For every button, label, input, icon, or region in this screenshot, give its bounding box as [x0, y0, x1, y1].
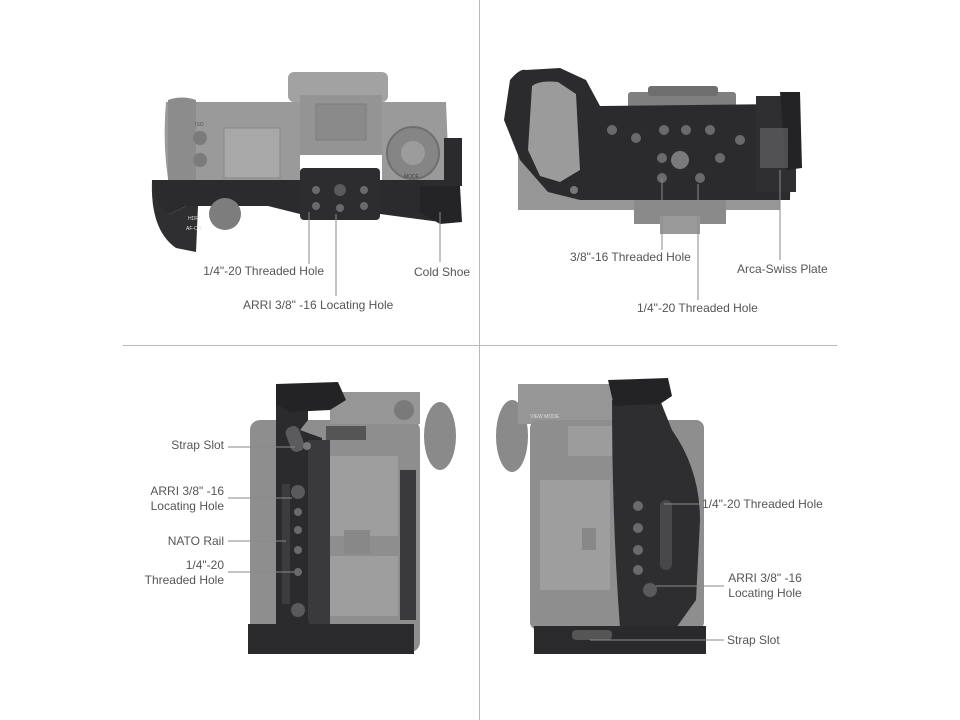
strap-slot	[285, 426, 305, 452]
threaded-hole-icon	[657, 153, 667, 163]
label-arri-locating-hole-line2: Locating Hole	[150, 499, 224, 513]
horizontal-divider	[123, 345, 837, 346]
mounting-screw-icon	[671, 151, 689, 169]
door-latch	[582, 528, 596, 550]
button-wb-icon	[193, 153, 207, 167]
cage-inner-frame	[308, 440, 330, 640]
side-door-panel	[328, 556, 398, 616]
lcd-hinge-panel	[568, 426, 614, 456]
cold-shoe	[420, 186, 462, 224]
threaded-hole-icon	[705, 125, 715, 135]
label-arri-locating-hole: ARRI 3/8" -16 Locating Hole	[243, 298, 394, 312]
battery-door-cutout	[528, 81, 580, 182]
threaded-hole-icon	[695, 173, 705, 183]
camera-top-shoulder	[518, 384, 614, 424]
top-left-leader-lines	[308, 212, 441, 296]
threaded-hole-icon	[360, 186, 368, 194]
af-on-marking: AF-ON	[186, 226, 202, 232]
side-door-panel	[540, 480, 610, 590]
label-arri-locating-hole-line2: Locating Hole	[728, 586, 802, 600]
screw-icon	[303, 442, 311, 450]
top-view-camera: HDR AF-ON ISO MODE	[151, 72, 462, 252]
threaded-hole-icon	[681, 125, 691, 135]
cage-grip-wrap	[151, 180, 198, 252]
button-iso-icon	[193, 131, 207, 145]
threaded-hole-icon	[659, 125, 669, 135]
threaded-hole-icon	[294, 568, 302, 576]
mode-dial-center-icon	[401, 141, 425, 165]
left-side-camera	[248, 382, 456, 654]
threaded-hole-icon	[633, 501, 643, 511]
threaded-hole-icon	[631, 133, 641, 143]
label-threaded-hole-14: 1/4"-20 Threaded Hole	[702, 497, 823, 511]
label-strap-slot: Strap Slot	[171, 438, 224, 452]
bottom-right-leader-lines	[590, 503, 724, 641]
threaded-hole-icon	[312, 186, 320, 194]
rear-control-dial-icon	[209, 198, 241, 230]
bottom-left-leader-lines	[228, 446, 295, 573]
camera-grip	[168, 97, 196, 190]
label-threaded-hole-38: 3/8"-16 Threaded Hole	[570, 250, 691, 264]
view-mode-marking: VIEW MODE	[530, 414, 560, 420]
arca-swiss-engraving	[760, 128, 788, 168]
iso-marking: ISO	[195, 122, 204, 128]
right-side-camera: VIEW MODE	[496, 378, 706, 654]
threaded-hole-icon	[294, 546, 302, 554]
label-cold-shoe: Cold Shoe	[414, 265, 471, 279]
top-right-leader-lines	[661, 170, 781, 300]
viewfinder	[288, 72, 388, 102]
strap-slot	[572, 630, 612, 640]
arri-locating-hole-icon	[334, 184, 346, 196]
cage-top-handle	[276, 382, 346, 412]
dial-mode-marking: MODE	[404, 174, 420, 180]
label-threaded-hole-line2: Threaded Hole	[144, 573, 224, 587]
cage-base	[248, 624, 414, 654]
threaded-hole-icon	[715, 153, 725, 163]
top-lcd-screen	[223, 127, 281, 179]
threaded-hole-icon	[735, 135, 745, 145]
label-nato-rail: NATO Rail	[167, 534, 224, 548]
cage-top-handle	[608, 378, 672, 406]
label-threaded-hole-14: 1/4"-20 Threaded Hole	[203, 264, 324, 278]
cold-shoe	[326, 426, 366, 440]
side-door-panel	[328, 456, 398, 536]
arri-locating-hole-icon	[643, 583, 657, 597]
threaded-hole-icon	[294, 508, 302, 516]
mount-boss	[648, 86, 718, 96]
bottom-view-camera	[504, 68, 802, 234]
threaded-hole-icon	[312, 202, 320, 210]
nato-rail	[282, 484, 290, 604]
hdr-marking: HDR	[188, 216, 199, 222]
label-arri-locating-hole-line1: ARRI 3/8" -16	[150, 484, 224, 498]
threaded-hole-icon	[360, 202, 368, 210]
arri-locating-hole-icon	[291, 603, 305, 617]
side-vertical-bar	[400, 470, 416, 620]
label-threaded-hole-14: 1/4"-20 Threaded Hole	[637, 301, 758, 315]
label-threaded-hole-line1: 1/4"-20	[185, 558, 224, 572]
label-strap-slot: Strap Slot	[727, 633, 780, 647]
label-arri-locating-hole-line1: ARRI 3/8" -16	[728, 571, 802, 585]
port-cover	[344, 530, 370, 554]
vertical-divider	[479, 0, 480, 720]
arri-locating-hole-icon	[291, 485, 305, 499]
eyecup	[424, 402, 456, 470]
lens-mount-flange	[660, 216, 700, 234]
cage-side-bracket	[444, 138, 462, 186]
threaded-hole-icon	[633, 545, 643, 555]
screw-icon	[570, 186, 578, 194]
threaded-hole-icon	[294, 526, 302, 534]
top-dial-icon	[394, 400, 414, 420]
threaded-hole-icon	[633, 565, 643, 575]
hot-shoe	[315, 103, 367, 141]
label-arca-swiss-plate: Arca-Swiss Plate	[737, 262, 828, 276]
threaded-hole-icon	[336, 204, 344, 212]
threaded-hole-icon	[607, 125, 617, 135]
threaded-hole-icon	[633, 523, 643, 533]
grip-slot	[660, 500, 672, 570]
